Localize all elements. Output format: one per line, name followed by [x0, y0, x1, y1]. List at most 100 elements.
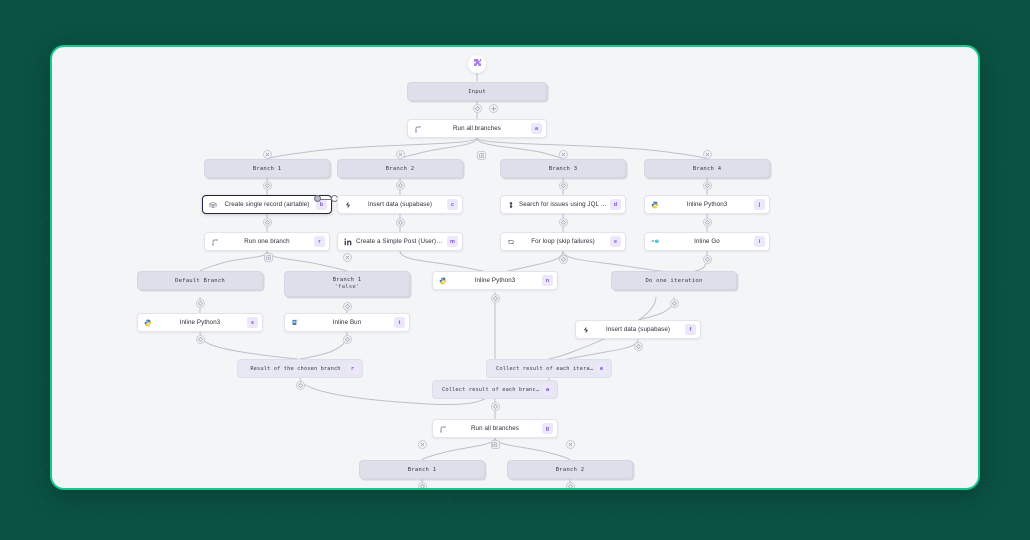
control-add-branch-run-one[interactable]: [264, 253, 273, 262]
diamond-icon: [264, 183, 270, 188]
node-for-loop-skip-failures[interactable]: For loop (skip failures) e: [500, 232, 626, 251]
node-label: Create single record (airtable): [224, 201, 310, 208]
control-branch-1-insert[interactable]: [262, 181, 272, 190]
control-airtable-insert[interactable]: [262, 218, 272, 227]
diamond-icon: [344, 337, 350, 342]
control-python-mid-insert[interactable]: [490, 294, 500, 303]
node-collect-result-each-branch[interactable]: Collect result of each branch a: [432, 380, 558, 399]
jira-icon: [506, 200, 516, 210]
control-supabase-loop-insert[interactable]: [633, 342, 643, 351]
control-branch-false-insert[interactable]: [342, 302, 352, 311]
node-label: Branch 1: [252, 165, 282, 172]
control-supabase-insert[interactable]: [395, 218, 405, 227]
diamond-icon: [297, 383, 303, 388]
linkedin-icon: [343, 237, 353, 247]
control-bottom-branch-2-insert[interactable]: [565, 482, 575, 488]
node-badge: e: [610, 236, 621, 247]
control-bottom-branch-1-insert[interactable]: [417, 482, 427, 488]
control-result-chosen-insert[interactable]: [295, 381, 305, 390]
node-badge: r: [314, 236, 325, 247]
control-python4-insert[interactable]: [702, 218, 712, 227]
node-badge: r: [347, 363, 358, 374]
control-remove-branch-1[interactable]: [262, 150, 272, 159]
supabase-icon: [581, 325, 591, 335]
control-remove-bottom-branch-2[interactable]: [565, 440, 575, 449]
diamond-icon: [344, 304, 350, 309]
node-label: Input: [468, 88, 486, 95]
node-default-branch[interactable]: Default Branch: [137, 271, 263, 290]
node-label: Branch 2: [385, 165, 415, 172]
node-inline-bun[interactable]: Inline Bun t: [284, 313, 410, 332]
node-bottom-branch-2[interactable]: Branch 2: [507, 460, 633, 479]
node-branch-1-false[interactable]: Branch 1 'false': [284, 271, 410, 297]
control-branch-2-insert[interactable]: [395, 181, 405, 190]
python-icon: [143, 318, 153, 328]
control-remove-branch-4[interactable]: [702, 150, 712, 159]
diamond-icon: [197, 301, 203, 306]
node-branch-1[interactable]: Branch 1: [204, 159, 330, 178]
control-collect-branch-insert[interactable]: [490, 402, 500, 411]
node-label: Branch 2: [555, 466, 585, 473]
node-bottom-branch-1[interactable]: Branch 1: [359, 460, 485, 479]
plus-icon: [490, 105, 497, 112]
flow-graph[interactable]: Input Run all branches a: [52, 47, 978, 488]
node-branch-2[interactable]: Branch 2: [337, 159, 463, 178]
node-label: Collect result of each iterat: [496, 365, 594, 372]
node-inline-go[interactable]: Inline Go i: [644, 232, 770, 251]
node-create-simple-post-linkedin[interactable]: Create a Simple Post (User) (... m: [337, 232, 463, 251]
node-run-one-branch[interactable]: Run one branch r: [204, 232, 330, 251]
control-branch-3-insert[interactable]: [558, 181, 568, 190]
node-inline-python3-left[interactable]: Inline Python3 s: [137, 313, 263, 332]
node-label: Run all branches: [452, 125, 502, 132]
node-branch-3[interactable]: Branch 3: [500, 159, 626, 178]
node-branch-4[interactable]: Branch 4: [644, 159, 770, 178]
add-branch-icon: [266, 255, 271, 260]
control-jira-insert[interactable]: [558, 218, 568, 227]
branch-one-icon: [210, 237, 220, 247]
control-remove-branch-2[interactable]: [395, 150, 405, 159]
control-do-one-iteration-insert[interactable]: [669, 299, 679, 308]
puzzle-piece-icon: [472, 55, 482, 73]
control-branch-input[interactable]: [472, 104, 482, 113]
diamond-icon: [567, 484, 573, 488]
node-create-single-record-airtable[interactable]: Create single record (airtable) b: [202, 195, 332, 214]
diamond-icon: [492, 296, 498, 301]
node-run-all-branches-top[interactable]: Run all branches a: [407, 119, 547, 138]
node-insert-data-supabase-top[interactable]: Insert data (supabase) c: [337, 195, 463, 214]
node-search-issues-jql-jira[interactable]: Search for issues using JQL (... d: [500, 195, 626, 214]
control-branch-4-insert[interactable]: [702, 181, 712, 190]
node-badge: j: [754, 199, 765, 210]
node-inline-python3-middle[interactable]: Inline Python3 n: [432, 271, 558, 290]
node-badge: n: [542, 275, 553, 286]
control-remove-bottom-branch-1[interactable]: [417, 440, 427, 449]
node-badge: d: [610, 199, 621, 210]
node-badge: e: [596, 363, 607, 374]
control-add-branch-bottom[interactable]: [490, 440, 500, 449]
control-forloop-insert[interactable]: [558, 255, 568, 264]
node-label: Create a Simple Post (User) (...: [356, 238, 446, 245]
node-result-of-chosen-branch[interactable]: Result of the chosen branch r: [237, 359, 363, 378]
close-icon: [398, 152, 402, 157]
control-default-branch-insert[interactable]: [195, 299, 205, 308]
diamond-icon: [560, 257, 566, 262]
selection-handle-left[interactable]: [314, 195, 321, 202]
control-add-branch-top[interactable]: [477, 151, 486, 160]
flow-canvas-frame[interactable]: Input Run all branches a: [50, 45, 980, 490]
loop-icon: [506, 237, 516, 247]
control-python-left-insert[interactable]: [195, 335, 205, 344]
node-input[interactable]: Input: [407, 82, 547, 101]
node-inline-python3-branch4[interactable]: Inline Python3 j: [644, 195, 770, 214]
node-do-one-iteration[interactable]: Do one iteration: [611, 271, 737, 290]
node-run-all-branches-bottom[interactable]: Run all branches g: [432, 419, 558, 438]
diamond-icon: [560, 183, 566, 188]
diamond-icon: [704, 257, 710, 262]
control-go-insert[interactable]: [702, 255, 712, 264]
control-remove-branch-false[interactable]: [342, 253, 352, 262]
node-badge: t: [394, 317, 405, 328]
node-collect-result-each-iteration[interactable]: Collect result of each iterat e: [486, 359, 612, 378]
control-remove-branch-3[interactable]: [558, 150, 568, 159]
control-add-node-input[interactable]: [489, 104, 498, 113]
close-icon: [420, 442, 424, 447]
control-bun-insert[interactable]: [342, 335, 352, 344]
node-insert-data-supabase-loop[interactable]: Insert data (supabase) f: [575, 320, 701, 339]
